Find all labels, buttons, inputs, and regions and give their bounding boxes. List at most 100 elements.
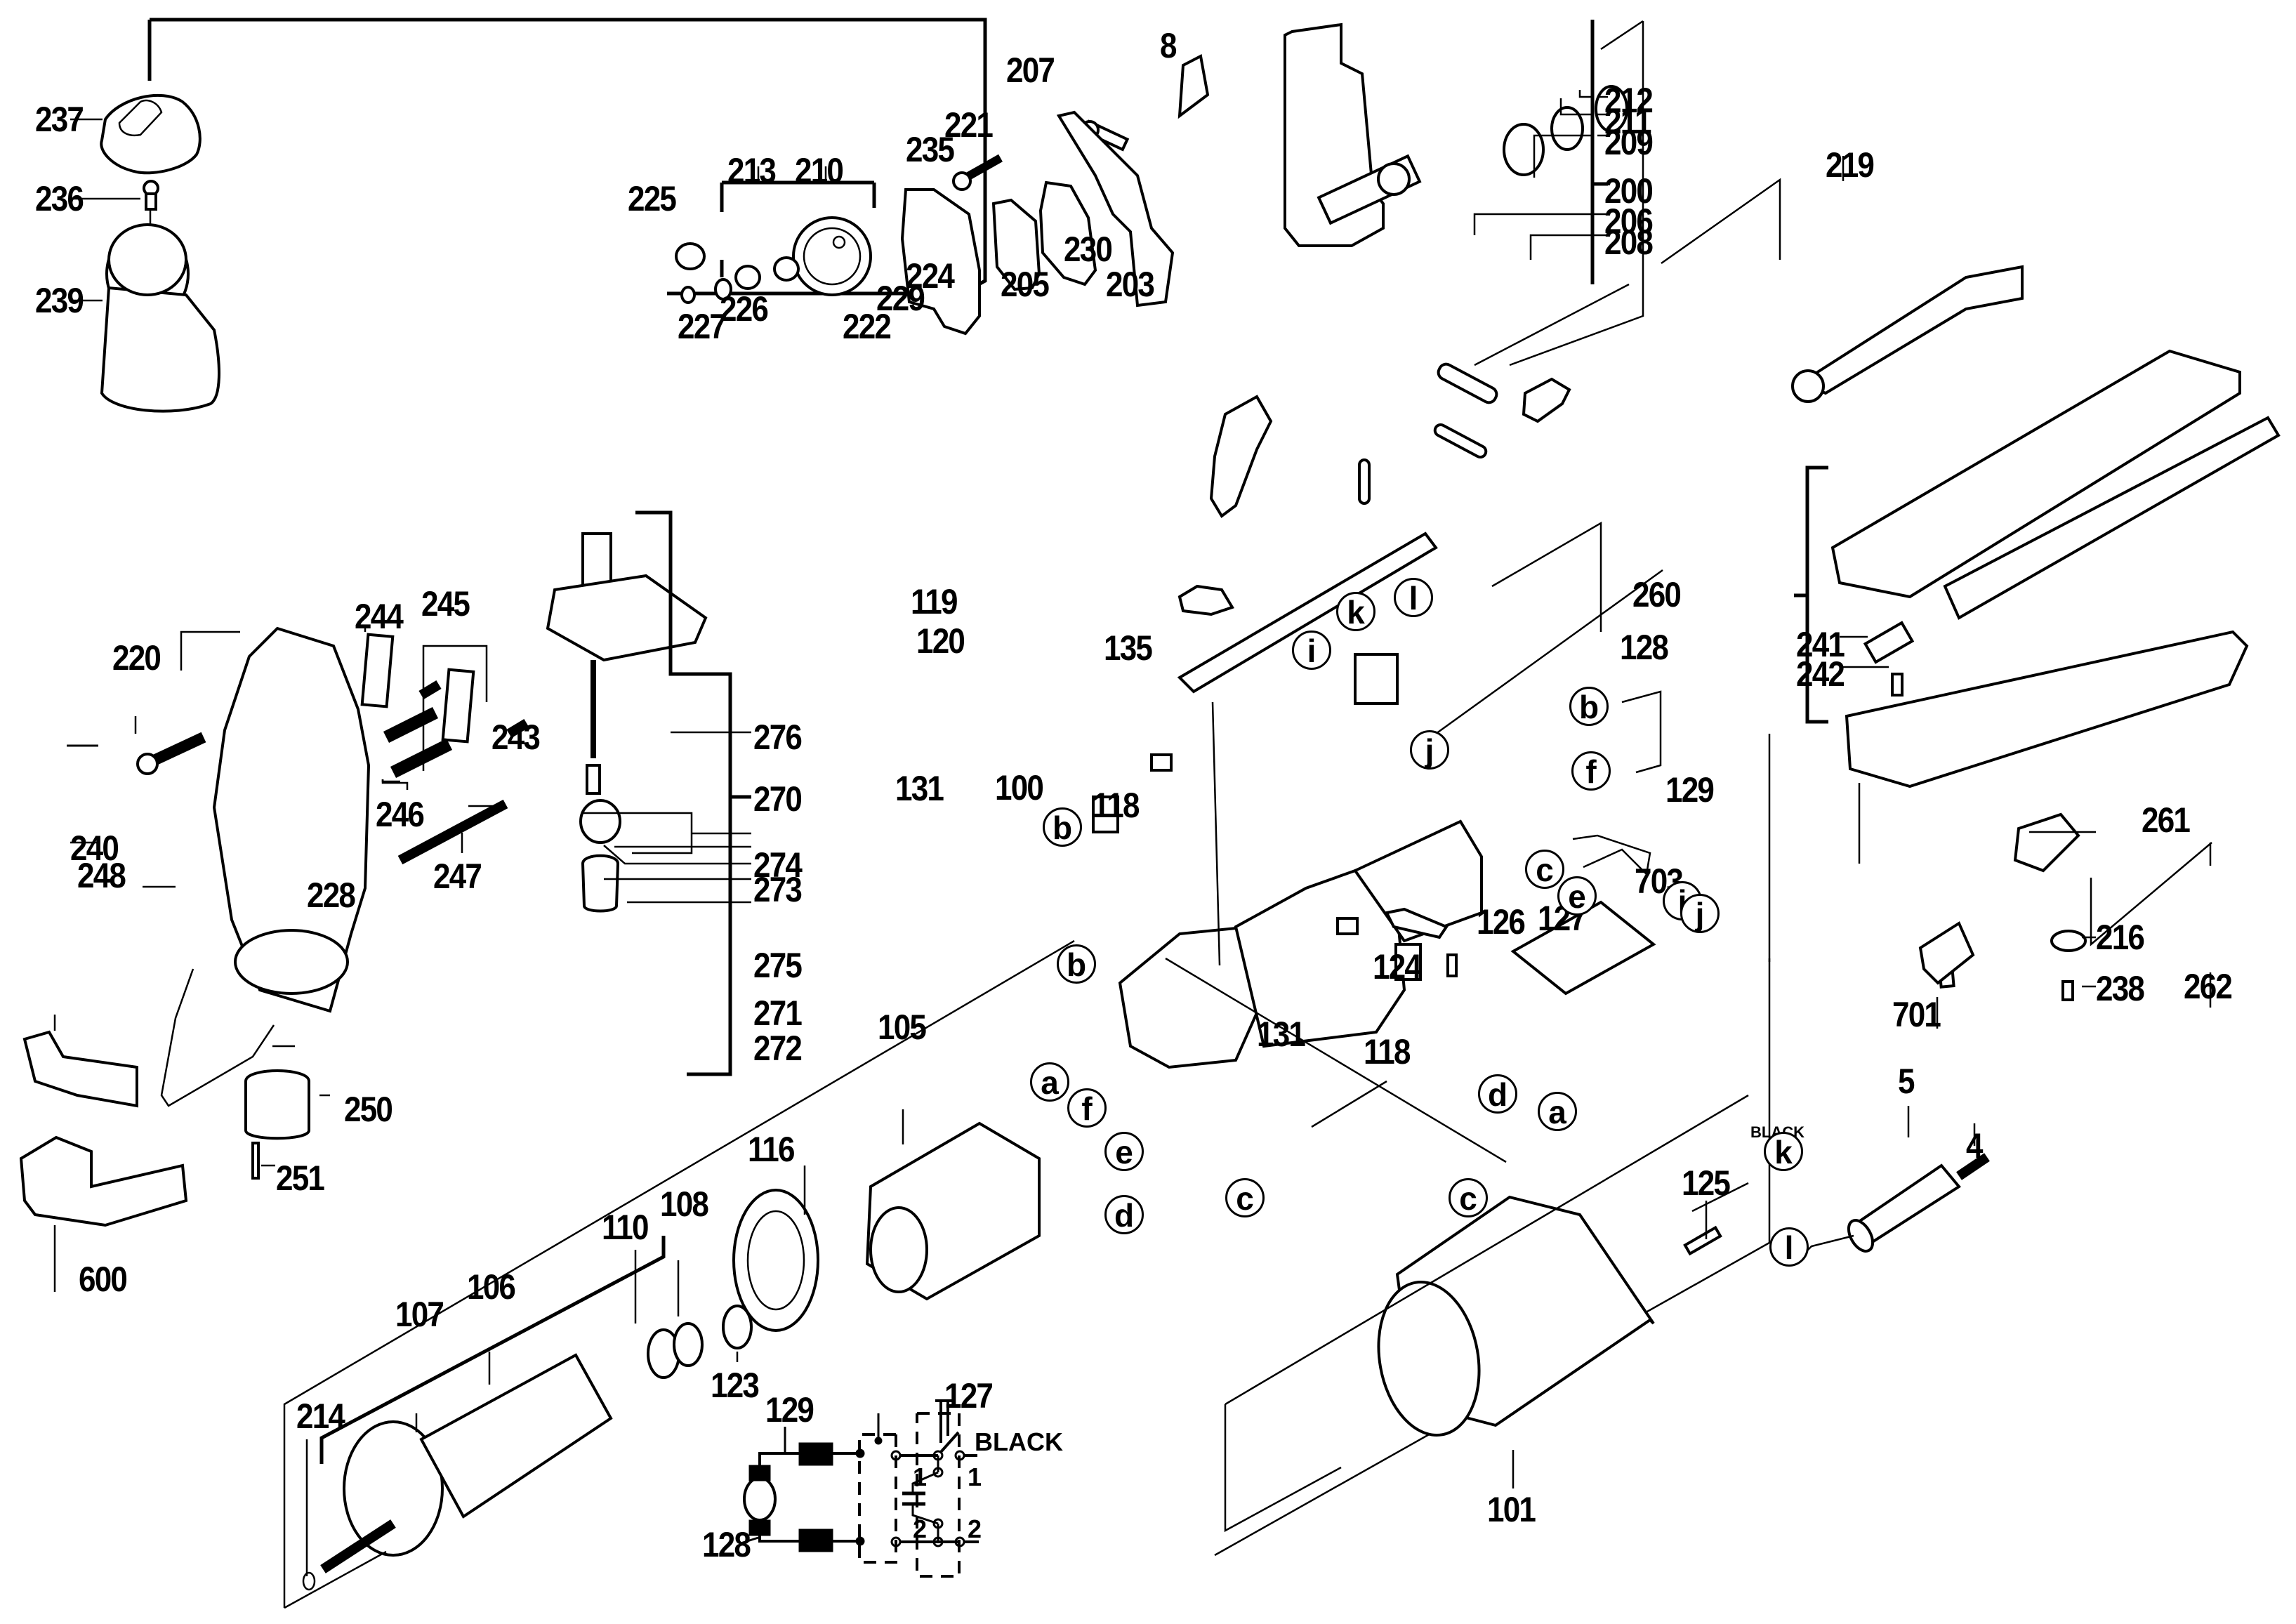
part-127-capacitor	[1510, 900, 1656, 996]
part-244-contact	[360, 633, 395, 708]
motor-brush-bottom	[748, 1519, 771, 1536]
callout-246: 246	[376, 795, 425, 834]
callout-244: 244	[355, 597, 404, 636]
part-703-shoe	[1845, 630, 2249, 788]
callout-247: 247	[433, 857, 482, 896]
callout-260: 260	[1632, 575, 1682, 614]
part-208-lever	[1522, 377, 1571, 423]
field-coil-bottom	[798, 1529, 833, 1552]
callout-125: 125	[1682, 1163, 1731, 1203]
wiring-schematic	[740, 1399, 979, 1578]
leader-120-axis	[1211, 701, 1221, 966]
part-129-wire	[1572, 834, 1651, 876]
callout-222: 222	[843, 307, 892, 346]
callout-273: 273	[753, 870, 803, 909]
part-221-gasket	[1056, 110, 1175, 308]
callout-261: 261	[2142, 800, 2191, 840]
connector-a-stator: a	[1030, 1062, 1069, 1102]
part-228-spring-wire	[160, 968, 275, 1107]
connector-j-capacitor: j	[1680, 894, 1720, 933]
part-222-plate	[900, 188, 981, 336]
part-8-label	[1177, 53, 1210, 119]
part-205-rocker	[1209, 395, 1273, 518]
callout-241: 241	[1796, 625, 1845, 664]
part-235-screw	[952, 154, 1003, 191]
part-213-bearing-b	[734, 265, 761, 290]
part-5-cord-protector	[1847, 1163, 1961, 1253]
part-210-gear	[792, 216, 872, 296]
callout-116: 116	[748, 1130, 795, 1169]
connector-c-brush-holder-bottom: c	[1449, 1178, 1488, 1217]
callout-100: 100	[995, 768, 1044, 807]
part-216-washer	[2050, 930, 2087, 952]
part-226-washer	[714, 278, 732, 301]
callout-205: 205	[1001, 265, 1050, 304]
callout-245: 245	[421, 584, 470, 623]
part-211-ring	[1550, 106, 1584, 151]
connector-c-brush-bottom: c	[1225, 1178, 1265, 1217]
switch-contact	[939, 1431, 960, 1453]
callout-120: 120	[916, 621, 965, 661]
motor-symbol	[743, 1477, 777, 1521]
part-276-plunger-holder	[546, 532, 708, 662]
connector-f-stator: f	[1067, 1088, 1107, 1128]
callout-124: 124	[1373, 947, 1422, 986]
part-209-bearing	[1503, 123, 1545, 176]
part-219-lever	[1791, 265, 2024, 403]
part-4-cord	[1956, 1153, 1990, 1180]
part-272-cap	[581, 854, 620, 913]
callout-216: 216	[2096, 918, 2145, 957]
callout-118-top: 118	[1093, 786, 1140, 825]
callout-225: 225	[628, 179, 677, 218]
connector-l-cord: l	[1769, 1227, 1809, 1267]
part-229-gasket	[991, 198, 1041, 291]
part-236-screw	[143, 180, 159, 211]
part-213-bearing-a	[773, 256, 800, 282]
callout-4: 4	[1966, 1126, 1983, 1166]
connector-f-wire-128: f	[1571, 751, 1611, 791]
connector-k-switch: k	[1336, 592, 1375, 631]
leaders-200-group	[1473, 20, 1644, 367]
callout-101: 101	[1487, 1490, 1536, 1529]
part-250-sleeve	[244, 1069, 310, 1140]
part-105-stator	[865, 1121, 1041, 1301]
part-240-handle	[212, 626, 371, 1013]
callout-5: 5	[1898, 1062, 1915, 1101]
leaders-261-262	[1936, 831, 2212, 1029]
callout-210: 210	[795, 151, 844, 190]
part-119-button	[1177, 584, 1234, 616]
part-227-clip	[680, 286, 696, 304]
callout-275: 275	[753, 946, 803, 985]
part-260-base	[1830, 349, 2281, 620]
part-100-motor-housing	[1118, 819, 1483, 1069]
part-251-screw	[251, 1142, 260, 1180]
part-123-ring	[722, 1305, 753, 1349]
callout-274: 274	[753, 845, 803, 885]
connector-l-switch: l	[1394, 578, 1433, 617]
schematic-callout-129: 129	[765, 1390, 814, 1430]
part-200-gear-housing	[1284, 22, 1422, 247]
callout-272: 272	[753, 1029, 803, 1068]
part-118-brush-holder-a	[1092, 796, 1119, 833]
callout-250: 250	[344, 1090, 393, 1129]
callout-206: 206	[1604, 202, 1654, 241]
callout-135: 135	[1104, 628, 1153, 668]
callout-228: 228	[307, 876, 356, 915]
part-107-armature	[320, 1353, 613, 1573]
callout-600: 600	[79, 1260, 128, 1299]
part-124-screw	[1446, 953, 1458, 977]
part-128-wire	[1621, 690, 1662, 774]
part-248-clip	[22, 1030, 138, 1108]
callout-207: 207	[1006, 51, 1055, 90]
schematic-terminal-1-right: 1	[968, 1463, 982, 1491]
callout-226: 226	[720, 289, 769, 329]
part-241-plate	[1863, 621, 1915, 664]
callout-240: 240	[70, 828, 119, 868]
connector-e-wire-129: e	[1557, 876, 1597, 916]
part-203-pin	[1433, 423, 1488, 459]
part-600-guard	[19, 1135, 188, 1227]
part-225-bushing	[675, 242, 706, 270]
callout-270: 270	[753, 779, 803, 819]
callout-131-top: 131	[895, 769, 944, 808]
